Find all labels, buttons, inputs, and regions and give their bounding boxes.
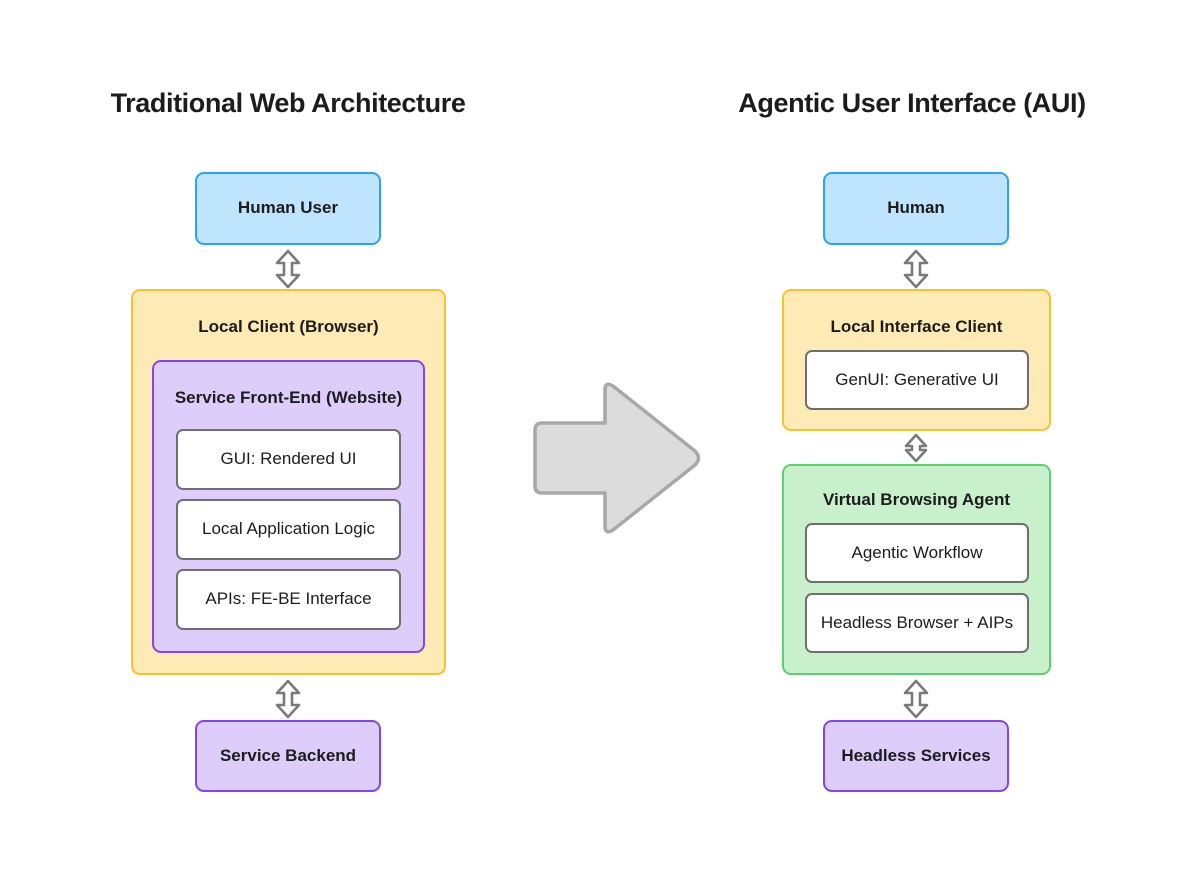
right-headless-services-node[interactable]: Headless Services	[823, 720, 1009, 792]
right-virtual-browsing-agent-label: Virtual Browsing Agent	[822, 490, 1011, 509]
left-connector-client-backend	[270, 678, 306, 720]
left-service-backend-node[interactable]: Service Backend	[195, 720, 381, 792]
left-local-client-label: Local Client (Browser)	[198, 317, 379, 336]
bidirectional-arrow-icon	[275, 249, 301, 289]
right-connector-client-agent	[901, 433, 931, 463]
left-item-local-application-logic[interactable]: Local Application Logic	[176, 499, 401, 560]
left-item-apis-fe-be-interface[interactable]: APIs: FE-BE Interface	[176, 569, 401, 630]
bidirectional-arrow-icon	[275, 679, 301, 719]
left-connector-user-client	[270, 248, 306, 290]
bidirectional-arrow-icon	[904, 433, 928, 463]
left-human-user-node[interactable]: Human User	[195, 172, 381, 245]
right-item-headless-browser-aips[interactable]: Headless Browser + AIPs	[805, 593, 1029, 653]
bidirectional-arrow-icon	[903, 679, 929, 719]
right-column-title: Agentic User Interface (AUI)	[738, 88, 1086, 118]
right-connector-agent-services	[898, 678, 934, 720]
transition-arrow-container	[527, 378, 705, 538]
right-human-node[interactable]: Human	[823, 172, 1009, 245]
right-connector-human-client	[898, 248, 934, 290]
left-column-title: Traditional Web Architecture	[110, 88, 466, 118]
bidirectional-arrow-icon	[903, 249, 929, 289]
right-arrow-icon	[533, 382, 701, 534]
right-item-genui[interactable]: GenUI: Generative UI	[805, 350, 1029, 410]
right-item-agentic-workflow[interactable]: Agentic Workflow	[805, 523, 1029, 583]
left-service-frontend-label: Service Front-End (Website)	[174, 388, 403, 407]
right-local-interface-client-label: Local Interface Client	[830, 317, 1003, 336]
left-item-gui-rendered-ui[interactable]: GUI: Rendered UI	[176, 429, 401, 490]
